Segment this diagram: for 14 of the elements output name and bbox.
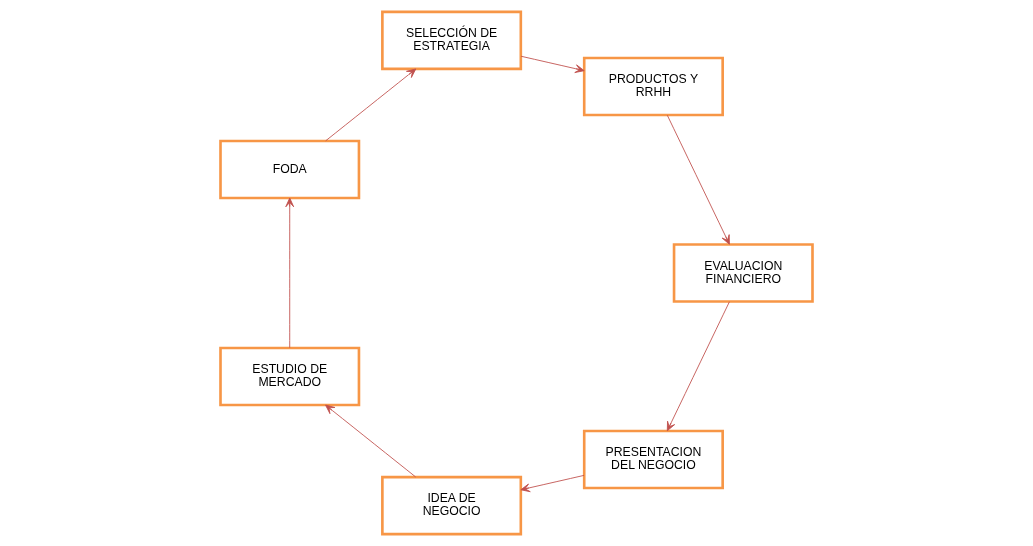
arrow [520, 55, 585, 73]
node-box: EVALUACION FINANCIERO [672, 243, 814, 303]
node-box: SELECCIÓN DE ESTRATEGIA [381, 10, 523, 71]
arrow [285, 197, 295, 349]
node-box: FODA [219, 139, 361, 200]
node-box: PRESENTACION DEL NEGOCIO [582, 429, 724, 490]
node-box: PRODUCTOS Y RRHH [582, 56, 724, 117]
arrow [666, 301, 730, 432]
node-box: ESTUDIO DE MERCADO [219, 346, 361, 407]
arrow [325, 68, 417, 142]
arrow [520, 474, 585, 493]
arrow [325, 404, 417, 478]
arrow [666, 114, 730, 245]
node-box: IDEA DE NEGOCIO [381, 475, 523, 536]
